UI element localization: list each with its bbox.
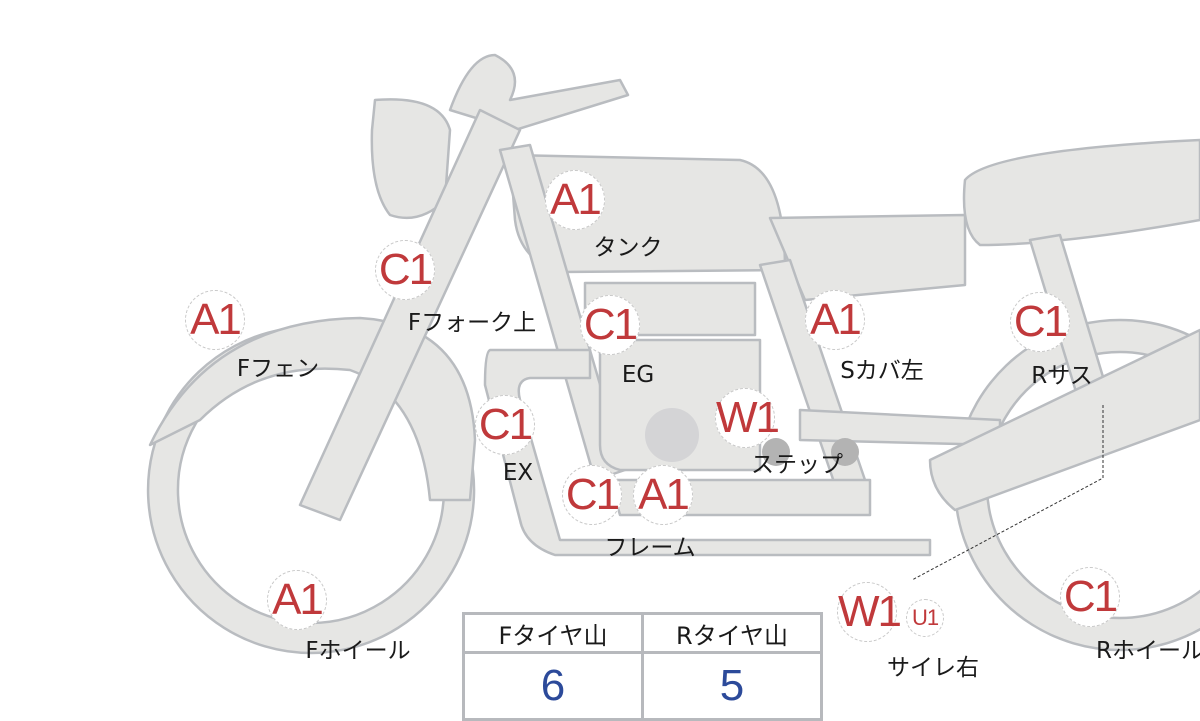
header-rear-tread: Rタイヤ山 <box>641 612 823 654</box>
badge-fwheel[interactable]: A1 <box>267 570 327 630</box>
label-rwheel: Rホイール <box>1096 638 1200 664</box>
badge-rwheel[interactable]: C1 <box>1060 567 1120 627</box>
step-right <box>831 438 859 466</box>
value-front-tread: 6 <box>462 651 644 721</box>
label-ffender: Fフェン <box>236 356 320 382</box>
badge-scover[interactable]: A1 <box>805 290 865 350</box>
silencer <box>928 328 1200 512</box>
label-tank: タンク <box>593 235 663 261</box>
label-rsus: Rサス <box>1031 363 1093 389</box>
header-front-tread: Fタイヤ山 <box>462 612 644 654</box>
handlebar <box>448 53 630 132</box>
label-silencer: サイレ右 <box>887 655 979 681</box>
value-rear-tread: 5 <box>641 651 823 721</box>
badge-frame-c[interactable]: C1 <box>562 465 622 525</box>
label-eg: EG <box>621 362 655 388</box>
badge-step[interactable]: W1 <box>715 388 780 448</box>
badge-ffork[interactable]: C1 <box>375 240 435 300</box>
badge-silencer-u[interactable]: U1 <box>906 599 944 637</box>
label-fwheel: Fホイール <box>305 638 411 664</box>
label-ffork: Fフォーク上 <box>407 310 537 336</box>
front-fork <box>298 108 522 522</box>
headlight <box>370 98 452 220</box>
tire-tread-table: Fタイヤ山 Rタイヤ山 6 5 <box>462 612 823 721</box>
label-ex: EX <box>502 460 534 486</box>
label-frame: フレーム <box>604 535 696 561</box>
step-left <box>762 438 790 466</box>
badge-rsus[interactable]: C1 <box>1010 292 1070 352</box>
badge-silencer-w[interactable]: W1 <box>837 582 902 642</box>
seat <box>962 138 1200 247</box>
label-step: ステップ <box>751 452 843 478</box>
exhaust <box>483 348 932 557</box>
badge-frame-a[interactable]: A1 <box>633 465 693 525</box>
badge-ex[interactable]: C1 <box>475 395 535 455</box>
label-scover: Sカバ左 <box>840 358 924 384</box>
leader-line <box>911 405 1104 581</box>
badge-tank[interactable]: A1 <box>545 170 605 230</box>
badge-eg[interactable]: C1 <box>580 295 640 355</box>
engine-cover-circle <box>645 408 699 462</box>
badge-ffender[interactable]: A1 <box>185 290 245 350</box>
